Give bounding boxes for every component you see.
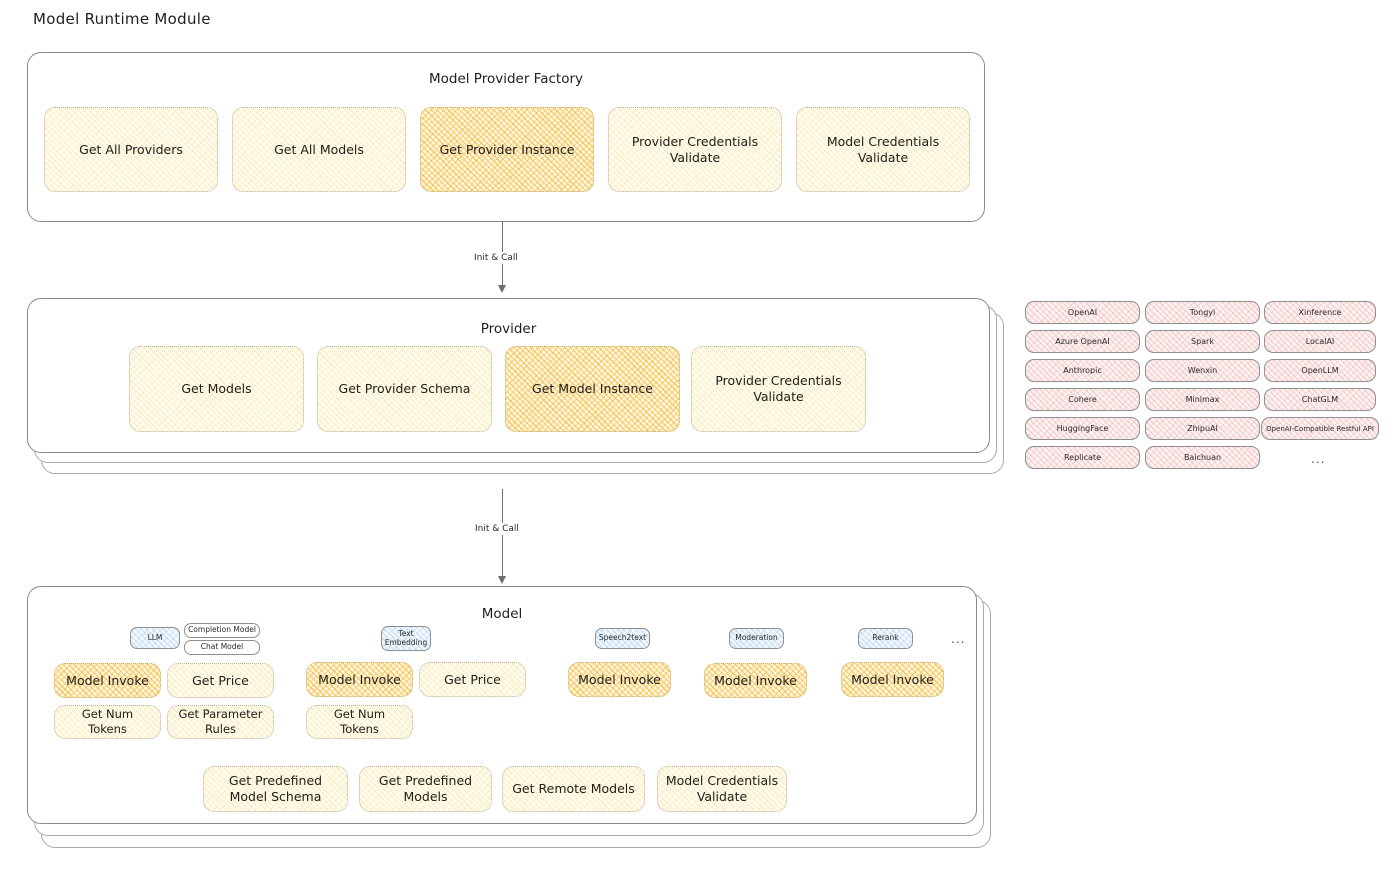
provider-list-ellipsis: ... bbox=[1311, 452, 1326, 466]
connector-2-arrowhead bbox=[498, 576, 506, 584]
provider-title: Provider bbox=[480, 321, 537, 337]
connector-1-arrowhead bbox=[498, 285, 506, 293]
llm-node-get-num-tokens[interactable]: Get Num Tokens bbox=[54, 705, 161, 739]
provider-chip-cohere[interactable]: Cohere bbox=[1025, 388, 1140, 411]
provider-chip-spark[interactable]: Spark bbox=[1145, 330, 1260, 353]
text-embedding-node-get-num-tokens[interactable]: Get Num Tokens bbox=[306, 705, 413, 739]
provider-chip-minimax[interactable]: Minimax bbox=[1145, 388, 1260, 411]
speech2text-node-model-invoke[interactable]: Model Invoke bbox=[568, 662, 671, 697]
provider-chip-chatglm[interactable]: ChatGLM bbox=[1264, 388, 1376, 411]
provider-node-get-models[interactable]: Get Models bbox=[129, 346, 304, 432]
llm-node-get-price[interactable]: Get Price bbox=[167, 663, 274, 698]
provider-node-get-model-instance[interactable]: Get Model Instance bbox=[505, 346, 680, 432]
provider-chip-openllm[interactable]: OpenLLM bbox=[1264, 359, 1376, 382]
model-title: Model bbox=[481, 606, 523, 622]
provider-chip-baichuan[interactable]: Baichuan bbox=[1145, 446, 1260, 469]
provider-chip-xinference[interactable]: Xinference bbox=[1264, 301, 1376, 324]
provider-chip-replicate[interactable]: Replicate bbox=[1025, 446, 1140, 469]
provider-chip-localai[interactable]: LocalAI bbox=[1264, 330, 1376, 353]
factory-node-get-provider-instance[interactable]: Get Provider Instance bbox=[420, 107, 594, 192]
provider-node-get-provider-schema[interactable]: Get Provider Schema bbox=[317, 346, 492, 432]
provider-node-provider-credentials-validate[interactable]: Provider Credentials Validate bbox=[691, 346, 866, 432]
model-type-badge-rerank[interactable]: Rerank bbox=[858, 628, 913, 649]
provider-chip-anthropic[interactable]: Anthropic bbox=[1025, 359, 1140, 382]
connector-1-label: Init & Call bbox=[471, 252, 521, 264]
factory-node-provider-credentials-validate[interactable]: Provider Credentials Validate bbox=[608, 107, 782, 192]
factory-node-model-credentials-validate[interactable]: Model Credentials Validate bbox=[796, 107, 970, 192]
llm-node-get-parameter-rules[interactable]: Get Parameter Rules bbox=[167, 705, 274, 739]
model-type-badge-text-embedding[interactable]: Text Embedding bbox=[381, 626, 431, 651]
provider-chip-zhipuai[interactable]: ZhipuAI bbox=[1145, 417, 1260, 440]
provider-chip-wenxin[interactable]: Wenxin bbox=[1145, 359, 1260, 382]
model-type-badge-speech2text[interactable]: Speech2text bbox=[595, 628, 650, 649]
provider-chip-openai-compatible[interactable]: OpenAI-Compatible Restful API bbox=[1261, 417, 1379, 440]
provider-chip-tongyi[interactable]: Tongyi bbox=[1145, 301, 1260, 324]
page-title: Model Runtime Module bbox=[33, 10, 211, 28]
model-subtype-badge-completion-model[interactable]: Completion Model bbox=[184, 623, 260, 638]
provider-chip-openai[interactable]: OpenAI bbox=[1025, 301, 1140, 324]
model-type-badge-llm[interactable]: LLM bbox=[130, 627, 180, 649]
model-common-node-get-predefined-models[interactable]: Get Predefined Models bbox=[359, 766, 492, 812]
factory-title: Model Provider Factory bbox=[428, 71, 583, 87]
moderation-node-model-invoke[interactable]: Model Invoke bbox=[704, 663, 807, 698]
model-common-node-model-credentials-validate[interactable]: Model Credentials Validate bbox=[657, 766, 787, 812]
provider-chip-azure-openai[interactable]: Azure OpenAI bbox=[1025, 330, 1140, 353]
factory-node-get-all-models[interactable]: Get All Models bbox=[232, 107, 406, 192]
model-common-node-get-remote-models[interactable]: Get Remote Models bbox=[502, 766, 645, 812]
rerank-node-model-invoke[interactable]: Model Invoke bbox=[841, 662, 944, 697]
text-embedding-node-get-price[interactable]: Get Price bbox=[419, 662, 526, 697]
model-common-node-get-predefined-model-schema[interactable]: Get Predefined Model Schema bbox=[203, 766, 348, 812]
model-types-ellipsis: ... bbox=[951, 632, 966, 646]
model-type-badge-moderation[interactable]: Moderation bbox=[729, 628, 784, 649]
factory-node-get-all-providers[interactable]: Get All Providers bbox=[44, 107, 218, 192]
text-embedding-node-model-invoke[interactable]: Model Invoke bbox=[306, 662, 413, 697]
connector-2-label: Init & Call bbox=[472, 523, 522, 535]
model-subtype-badge-chat-model[interactable]: Chat Model bbox=[184, 640, 260, 655]
llm-node-model-invoke[interactable]: Model Invoke bbox=[54, 663, 161, 698]
provider-chip-huggingface[interactable]: HuggingFace bbox=[1025, 417, 1140, 440]
